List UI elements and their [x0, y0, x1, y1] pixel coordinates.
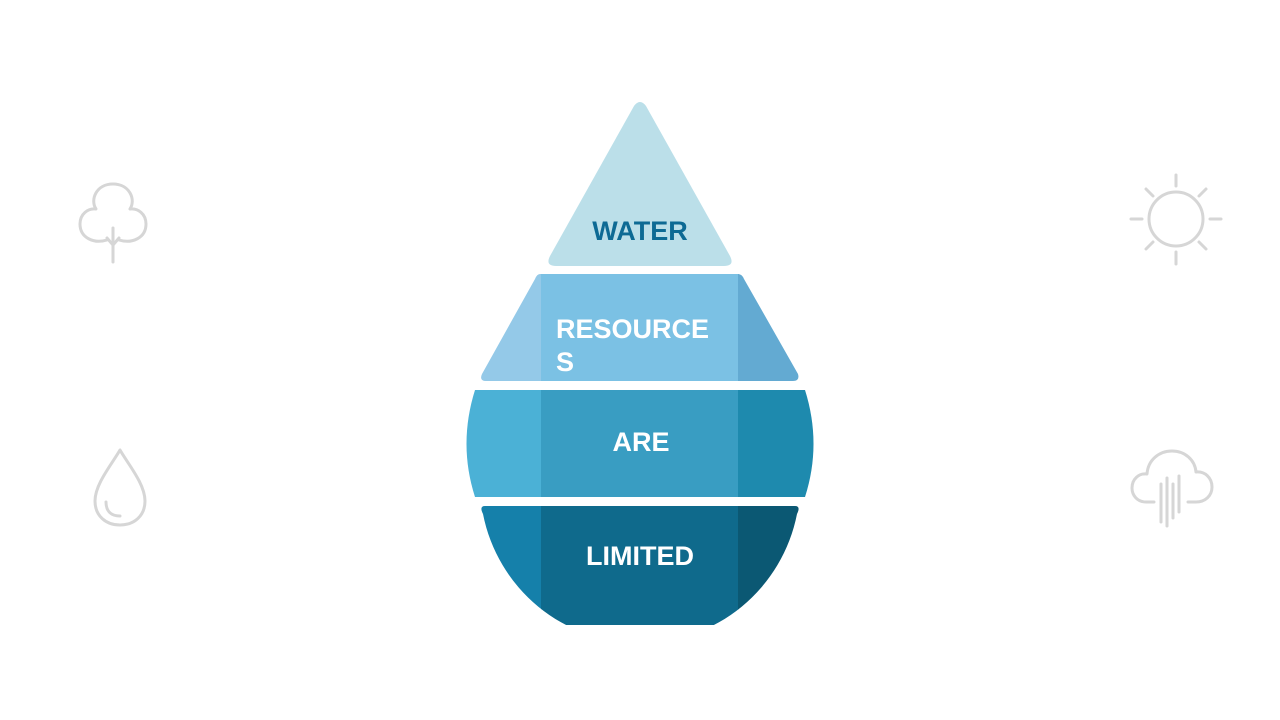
tree-icon: [78, 182, 148, 264]
segment-are: [466, 390, 814, 497]
label-resources-line2: S: [556, 347, 574, 377]
label-water: WATER: [592, 216, 688, 246]
label-are: ARE: [612, 427, 669, 457]
label-limited: LIMITED: [586, 541, 694, 571]
rain-cloud-icon: [1130, 449, 1214, 528]
water-drop-icon: [93, 448, 147, 527]
sun-icon: [1129, 173, 1223, 266]
segment-water: [548, 102, 732, 266]
label-resources-line1: RESOURCE: [556, 314, 709, 344]
